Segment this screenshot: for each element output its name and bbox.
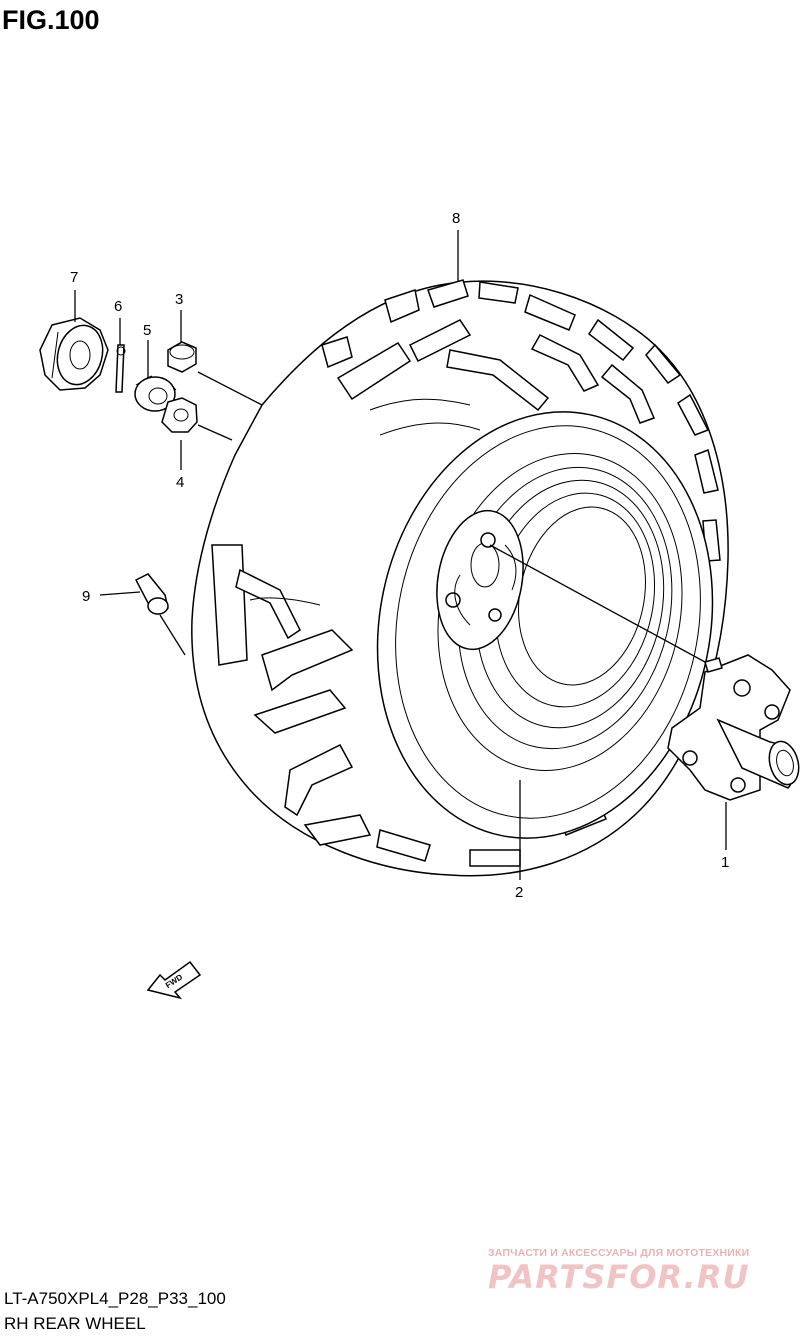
- stud-hole: [445, 592, 461, 608]
- tire-valve-base: [147, 597, 169, 615]
- tread-block: [600, 363, 656, 424]
- hub-stud: [704, 657, 723, 673]
- stud-hole: [488, 608, 502, 622]
- lock-washer-body: [161, 397, 198, 433]
- castle-nut-slots: [135, 375, 177, 391]
- lock-washer-hole: [173, 408, 189, 422]
- callout-5: 5: [143, 322, 151, 339]
- callout-7: 7: [70, 269, 78, 286]
- callout-9: 9: [82, 588, 90, 605]
- sidewall-line: [369, 398, 471, 411]
- rim-lip: [395, 425, 701, 819]
- hub-bolt-hole: [730, 777, 746, 793]
- model-code: LT-A750XPL4_P28_P33_100: [4, 1289, 226, 1308]
- cotter-pin[interactable]: [115, 344, 126, 393]
- callout-4: 4: [176, 474, 184, 491]
- tread-block: [530, 334, 600, 392]
- tread-block: [587, 318, 635, 362]
- wheel-rim[interactable]: [339, 380, 751, 869]
- sidewall-line: [379, 422, 481, 436]
- figure-title: FIG.100: [2, 5, 100, 35]
- cotter-pin-body: [115, 344, 125, 393]
- callout-3: 3: [175, 291, 183, 308]
- tire-valve[interactable]: [134, 573, 169, 615]
- callout-8: 8: [452, 210, 460, 227]
- watermark-tagline: ЗАПЧАСТИ И АКСЕССУАРЫ ДЛЯ МОТОТЕХНИКИ: [488, 1247, 750, 1259]
- stud-hole: [480, 532, 496, 548]
- tread-block: [253, 689, 347, 734]
- rim-spoke: [454, 574, 471, 626]
- castle-nut-hole: [148, 387, 168, 405]
- rim-spoke: [504, 544, 517, 591]
- hub-bolt-hole: [682, 750, 698, 766]
- tread-block: [235, 568, 301, 640]
- wheel-nut-top: [169, 344, 195, 360]
- cotter-pin-eye: [116, 346, 126, 356]
- tread-block: [446, 349, 550, 412]
- tread-block: [303, 814, 372, 846]
- wheel-hub[interactable]: [667, 654, 800, 801]
- tread-block: [478, 281, 519, 304]
- tread-block: [336, 341, 412, 401]
- tread-block: [645, 343, 682, 385]
- hub-cap-rib: [51, 331, 59, 379]
- tread-block: [427, 279, 469, 308]
- tread-block: [284, 744, 354, 817]
- tread-block: [384, 289, 420, 324]
- hub-bolt-hole: [733, 679, 751, 697]
- tread-block: [261, 629, 354, 692]
- leader-lines: [74, 230, 727, 880]
- castle-nut[interactable]: [134, 375, 177, 412]
- hub-spindle-bore: [776, 749, 794, 777]
- hub-cap[interactable]: [39, 317, 109, 391]
- tread-block: [677, 393, 710, 436]
- tread-block: [321, 336, 353, 369]
- watermark-logo: PARTSFOR.RU: [488, 1258, 750, 1296]
- tread-block: [469, 849, 521, 867]
- tread-block: [408, 319, 472, 363]
- hub-cap-face: [56, 324, 104, 386]
- hub-bolt-hole: [764, 704, 780, 720]
- wheel-nut-body: [167, 341, 197, 373]
- tread-block: [211, 544, 248, 666]
- callout-2: 2: [515, 884, 523, 901]
- wheel-nut[interactable]: [167, 341, 197, 373]
- sidewall-line: [249, 597, 321, 606]
- castle-nut-body: [134, 376, 176, 412]
- tread-block: [524, 293, 576, 331]
- callout-6: 6: [114, 298, 122, 315]
- fwd-arrow: FWD: [146, 960, 202, 1000]
- callout-1: 1: [721, 854, 729, 871]
- fwd-arrow-icon: [146, 960, 202, 1000]
- tread-block: [694, 448, 719, 494]
- tread-block: [376, 829, 431, 862]
- hub-cap-center: [69, 340, 91, 370]
- lock-washer[interactable]: [161, 397, 198, 433]
- figure-name: RH REAR WHEEL: [4, 1314, 146, 1333]
